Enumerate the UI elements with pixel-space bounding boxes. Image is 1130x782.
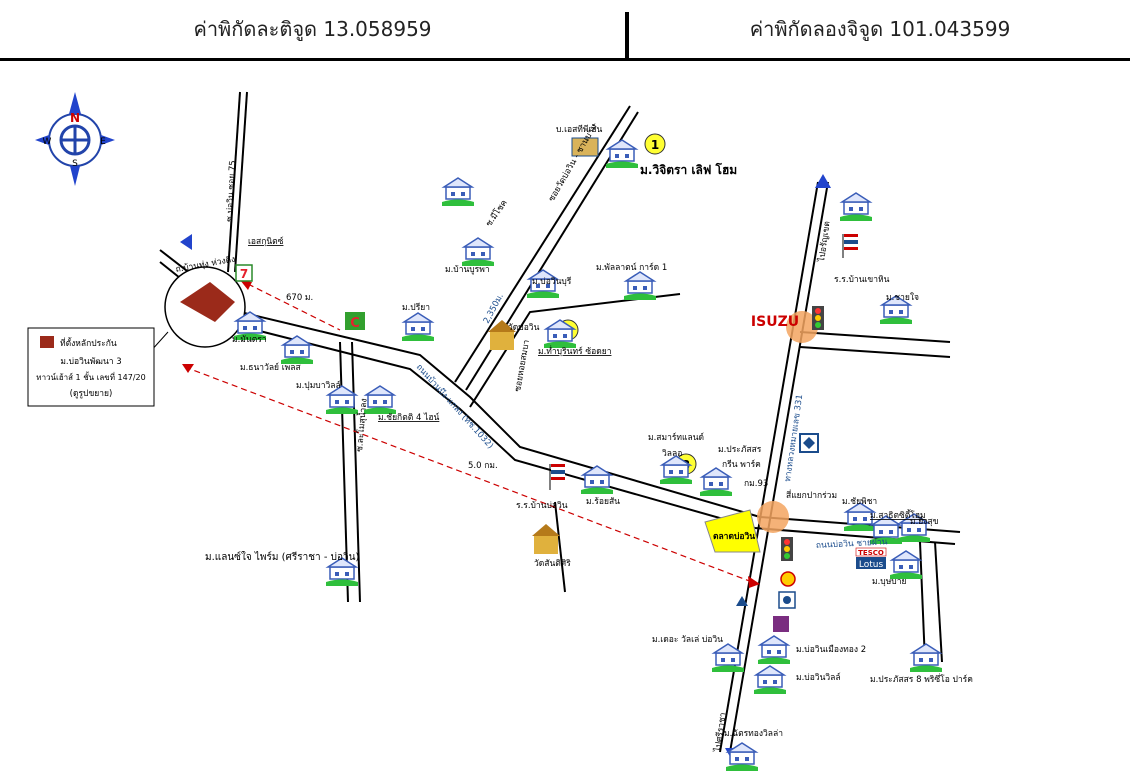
intersection-upper [786,311,818,343]
svg-text:วัดบ่อวิน: วัดบ่อวิน [508,323,540,333]
svg-text:ม.ธนาวัลย์ เพลส: ม.ธนาวัลย์ เพลส [240,362,301,373]
svg-text:ม.บ่อวินบุรี: ม.บ่อวินบุรี [532,276,572,287]
svg-text:ISUZU: ISUZU [751,314,799,330]
compass-e: E [100,137,106,147]
svg-text:ม.สาธิตซิตี้โฮม: ม.สาธิตซิตี้โฮม [870,509,926,521]
latitude-label: ค่าพิกัดละติจูด 13.058959 [193,17,432,41]
seven-eleven-icon: 7 [235,264,253,282]
legend-item: ที่ตั้งหลักประกัน [60,337,117,349]
compass-s: S [72,159,78,169]
svg-text:ร.ร.บ้านบ่อวิน: ร.ร.บ้านบ่อวิน [516,500,568,511]
svg-text:ม.พัลลาตน์ การ์ด 1: ม.พัลลาตน์ การ์ด 1 [596,262,667,273]
legend-line3: (ดูรูปขยาย) [70,389,113,399]
svg-text:ซ.มีโชค: ซ.มีโชค [483,198,509,229]
arrow-left-icon [180,234,192,250]
svg-text:ร.ร.บ้านเขาหิน: ร.ร.บ้านเขาหิน [834,274,890,285]
flag-icon [549,234,858,490]
svg-text:ม.ประภัสสร: ม.ประภัสสร [718,445,762,455]
svg-text:ถนนบ่อวิน ชายฝาน: ถนนบ่อวิน ชายฝาน [816,537,888,551]
highway-331 [729,181,829,753]
svg-text:ม.บ้านบูรพา: ม.บ้านบูรพา [445,264,490,275]
factory-icon [571,137,599,157]
svg-text:ม.บ่อวินเมืองทอง 2: ม.บ่อวินเมืองทอง 2 [796,644,866,655]
svg-text:5.0 กม.: 5.0 กม. [468,461,498,471]
caltex-icon: C [345,312,365,331]
svg-text:ซ.บ่อวิน ซอย 75: ซ.บ่อวิน ซอย 75 [225,160,238,222]
svg-text:ม.ท่ำบุรินทร์ ซ้อดยา: ม.ท่ำบุรินทร์ ซ้อดยา [538,345,611,357]
tesco-lotus-logo: TESCO Lotus [855,547,887,570]
legend-line2: ทาวน์เฮ้าส์ 1 ชั้น เลขที่ 147/20 [36,371,145,382]
svg-text:วัดสันติศิริ: วัดสันติศิริ [534,559,571,569]
svg-text:กรีน พาร์ค: กรีน พาร์ค [722,459,761,470]
svg-text:ม.บุษบาย: ม.บุษบาย [872,577,906,587]
marker-1: 1 [644,133,666,155]
svg-text:ตลาดบ่อวิน: ตลาดบ่อวิน [713,531,755,542]
svg-text:1: 1 [651,138,659,152]
compass-icon: N S E W [35,92,115,186]
svg-text:7: 7 [240,267,248,281]
svg-text:วิลลอ: วิลลอ [662,449,683,459]
compass-w: W [43,137,52,147]
distance-lines [184,283,753,583]
svg-text:บ.เอสทีพีเอ็น: บ.เอสทีพีเอ็น [556,123,603,135]
svg-text:ซอยหอยสมบา: ซอยหอยสมบา [513,339,532,392]
main-road [159,249,961,533]
svg-text:ม.มันตรา: ม.มันตรา [232,335,267,345]
svg-text:ม.ชัยพิชา: ม.ชัยพิชา [842,497,877,507]
legend-line1: ม.บ่อวินพัฒนา 3 [60,357,121,367]
svg-text:ม.ยิ่งสุข: ม.ยิ่งสุข [910,515,939,527]
svg-text:Lotus: Lotus [859,560,884,570]
label-laenchai: ม.แลนซ์ใจ ไพร์ม (ศรีราชา - บ่อวิน) [205,551,359,563]
svg-text:ม.ร้อยสัน: ม.ร้อยสัน [586,496,620,507]
header-divider [625,12,629,58]
svg-text:670 ม.: 670 ม. [286,293,313,303]
svg-text:ม.สมาร์ทแลนด์: ม.สมาร์ทแลนด์ [648,432,704,443]
north-road [234,91,248,273]
legend-box: ที่ตั้งหลักประกัน ม.บ่อวินพัฒนา 3 ทาวน์เ… [27,327,155,407]
intersection-lower [757,501,789,533]
svg-text:TESCO: TESCO [858,549,884,557]
market-area: ตลาดบ่อวิน [704,509,761,553]
location-map: N S E W [27,91,973,772]
svg-text:สี่แยกปากร่วม: สี่แยกปากร่วม [786,489,837,501]
svg-text:ม.ฉัตรทองวิลล่า: ม.ฉัตรทองวิลล่า [724,729,783,739]
traffic-light-icon [781,306,824,561]
temple-icon [488,320,560,554]
svg-text:ม.ชายใจ: ม.ชายใจ [886,292,919,303]
svg-text:ม.ประภัสสร 8 พริซึ่โอ ปาร์ค: ม.ประภัสสร 8 พริซึ่โอ ปาร์ค [870,673,973,685]
svg-text:C: C [350,316,360,331]
arrow-up-icon [815,174,831,188]
longitude-label: ค่าพิกัดลองจิจูด 101.043599 [749,17,1011,41]
svg-text:เอสกุนิตซ์: เอสกุนิตซ์ [248,236,284,247]
isuzu-logo: ISUZU [751,314,799,330]
collateral-zoom-circle [149,266,246,353]
svg-text:ม.ชัยกิตติ 4 ไฮน์: ม.ชัยกิตติ 4 ไฮน์ [378,412,440,423]
bank-icon-2 [778,591,796,609]
svg-text:ม.บ่อวินวิลล์: ม.บ่อวินวิลล์ [796,672,841,683]
svg-text:ถนนบ้านบึง-แกลง (ทช.1032): ถนนบ้านบึง-แกลง (ทช.1032) [414,362,496,451]
label-vichidra: ม.วิจิตรา เลิฟ โฮม [640,162,737,177]
compass-n: N [70,111,80,125]
bank-icon-3 [773,616,789,632]
bank-icon [799,433,819,453]
coordinate-header: ค่าพิกัดละติจูด 13.058959 ค่าพิกัดลองจิจ… [0,0,1130,61]
svg-text:ม.ปุมบาวิลล์: ม.ปุมบาวิลล์ [296,380,341,391]
svg-text:ม.ปรียา: ม.ปรียา [402,302,430,313]
shell-icon [780,571,796,587]
svg-text:กม.93: กม.93 [744,479,768,489]
svg-text:ม.เดอะ วัลเล่ บ่อวิน: ม.เดอะ วัลเล่ บ่อวิน [652,635,723,645]
diagonal-road [454,105,631,383]
